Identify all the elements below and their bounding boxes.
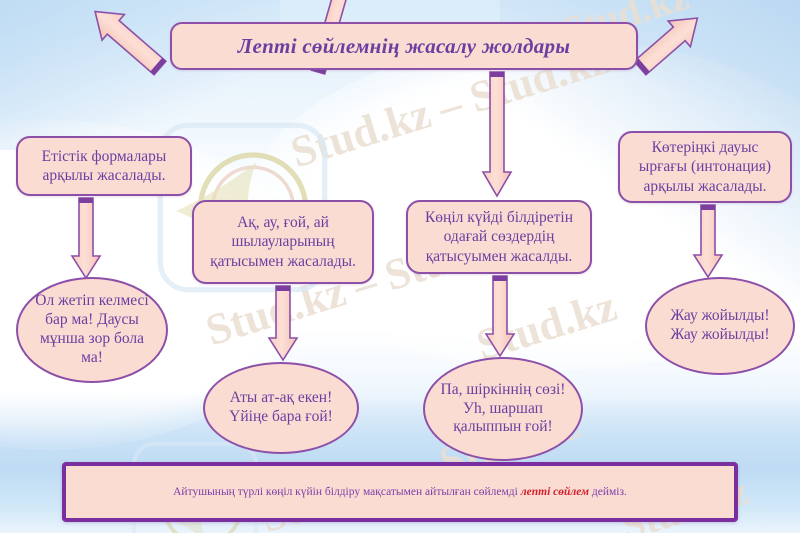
- example-ellipse-verb-forms: Ол жетіп келмесі бар ма! Даусы мұнша зор…: [16, 277, 168, 383]
- example-text: Па, шіркіннің сөзі! Уһ, шаршап қалыппын …: [440, 380, 566, 436]
- definition-term: лепті сөйлем: [520, 485, 589, 498]
- example-text: Аты ат-ақ екен! Үйіңе бара ғой!: [229, 389, 333, 425]
- category-box-intonation: Көтеріңкі дауыс ырғағы (интонация) арқыл…: [618, 131, 792, 203]
- definition-text-before: Айтушының түрлі көңіл күйін білдіру мақс…: [173, 485, 521, 498]
- category-box-label: Көтеріңкі дауыс ырғағы (интонация) арқыл…: [638, 138, 772, 195]
- definition-text: Айтушының түрлі көңіл күйін білдіру мақс…: [159, 485, 641, 500]
- category-box-verb-forms: Етістік формалары арқылы жасалады.: [16, 136, 192, 196]
- definition-banner: Айтушының түрлі көңіл күйін білдіру мақс…: [62, 462, 738, 522]
- example-text: Ол жетіп келмесі бар ма! Даусы мұнша зор…: [35, 292, 149, 366]
- diagram-title-box: Лепті сөйлемнің жасалу жолдары: [170, 22, 638, 70]
- category-box-label: Ақ, ау, ғой, ай шылауларының қатысымен ж…: [210, 213, 356, 270]
- category-box-particles: Ақ, ау, ғой, ай шылауларының қатысымен ж…: [192, 200, 374, 284]
- example-ellipse-intonation: Жау жойылды! Жау жойылды!: [645, 277, 795, 375]
- example-text: Жау жойылды! Жау жойылды!: [670, 307, 770, 343]
- diagram-title-text: Лепті сөйлемнің жасалу жолдары: [237, 33, 571, 58]
- example-ellipse-particles: Аты ат-ақ екен! Үйіңе бара ғой!: [203, 362, 359, 454]
- category-box-interjections: Көңіл күйді білдіретін одағай сөздердің …: [406, 200, 592, 274]
- category-box-label: Көңіл күйді білдіретін одағай сөздердің …: [424, 208, 574, 265]
- category-box-label: Етістік формалары арқылы жасалады.: [41, 147, 167, 184]
- example-ellipse-interjections: Па, шіркіннің сөзі! Уһ, шаршап қалыппын …: [423, 357, 583, 461]
- definition-text-after: дейміз.: [588, 485, 627, 498]
